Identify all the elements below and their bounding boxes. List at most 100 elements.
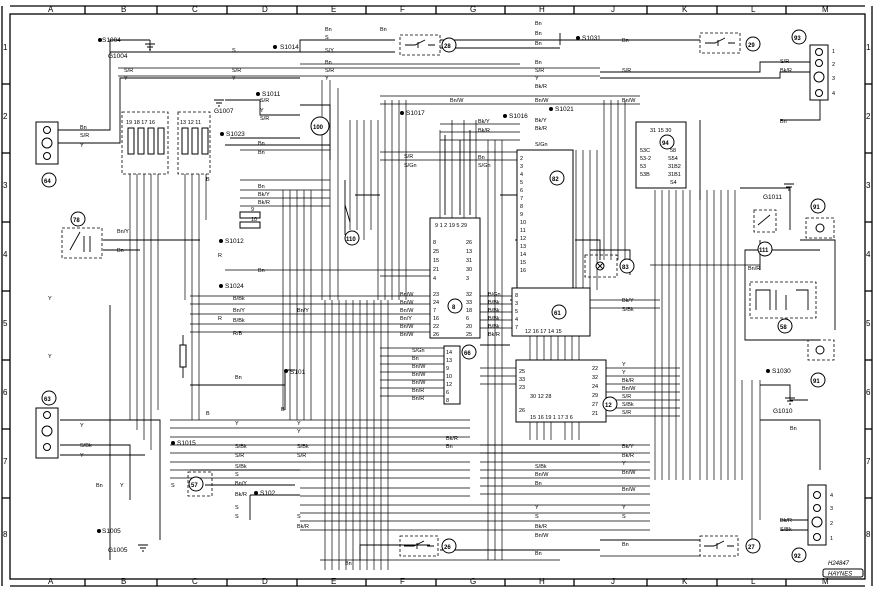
- component-61-connector: 61 83 54 7 12 16 17 14 15: [511, 287, 591, 337]
- svg-text:22: 22: [592, 366, 598, 372]
- ground-g1007: G1007: [214, 108, 234, 115]
- component-58-label: 58: [780, 325, 787, 331]
- svg-text:16: 16: [433, 316, 439, 322]
- svg-text:27: 27: [592, 402, 598, 408]
- wire-label: S: [235, 514, 239, 520]
- wire-label: S/R: [235, 453, 244, 459]
- zone-col-k-bottom: K: [682, 577, 688, 586]
- svg-text:13: 13: [446, 358, 452, 364]
- wire-label: Bn: [258, 141, 265, 147]
- svg-text:8: 8: [446, 398, 449, 404]
- svg-text:8: 8: [433, 240, 436, 246]
- wire-label: S: [232, 48, 236, 54]
- wire-label: Bn/W: [400, 332, 414, 338]
- svg-text:13: 13: [466, 249, 472, 255]
- sheet-frame: [1, 5, 873, 587]
- component-27-label: 27: [748, 545, 755, 551]
- horizontal-wire-bundle: [118, 63, 760, 561]
- svg-text:13: 13: [520, 244, 526, 250]
- wire-label: Y: [622, 505, 626, 511]
- svg-text:4: 4: [832, 91, 835, 97]
- splice-s1030: S1030: [772, 368, 791, 375]
- wire-label: S/R: [535, 68, 544, 74]
- wire-label: B/Bk: [233, 318, 245, 324]
- wire-label: Bk/R: [235, 492, 247, 498]
- wire-label: Bn: [258, 150, 265, 156]
- zone-row-4-left: 4: [3, 250, 8, 259]
- splice-s1005: S1005: [102, 528, 121, 535]
- component-82-label: 82: [552, 177, 559, 183]
- splice-s102: S102: [260, 490, 276, 497]
- zone-columns-bottom: A B C D E F G H J K L M: [48, 577, 829, 586]
- ground-g1010: G1010: [773, 408, 793, 415]
- wire-label: Bn: [380, 27, 387, 33]
- zone-rows-left: 1 2 3 4 5 6 7 8: [3, 43, 8, 539]
- wire-label: S/Bk: [80, 443, 92, 449]
- ground-g1005: G1005: [108, 547, 128, 554]
- svg-text:11: 11: [520, 228, 526, 234]
- wire-label: S/Bk: [622, 307, 634, 313]
- svg-text:21: 21: [433, 267, 439, 273]
- wire-label: Bn: [535, 41, 542, 47]
- wire-label: S: [325, 35, 329, 41]
- wire-label: S/Gn: [478, 163, 491, 169]
- component-28-relay: 28: [399, 34, 457, 56]
- zone-col-e-top: E: [331, 5, 336, 14]
- zone-col-h-bottom: H: [539, 577, 545, 586]
- component-92-lamp-cluster: 43 21 92: [791, 484, 833, 563]
- svg-text:53-2: 53-2: [640, 156, 651, 162]
- wire-label: Bn/W: [622, 470, 636, 476]
- wire-label: B/Bk: [488, 316, 500, 322]
- component-58-unit: 58: [749, 281, 817, 334]
- wire-label: Bn/W: [400, 292, 414, 298]
- svg-text:53B: 53B: [640, 172, 650, 178]
- component-91-lower-label: 91: [813, 379, 820, 385]
- zone-row-5-right: 5: [866, 319, 871, 328]
- wire-label: Bn/W: [450, 98, 464, 104]
- wire-label: S/R: [404, 154, 413, 160]
- svg-text:6: 6: [520, 188, 523, 194]
- wire-label: Bk/R: [535, 524, 547, 530]
- wire-label: Bn: [235, 375, 242, 381]
- zone-row-8-right: 8: [866, 530, 871, 539]
- zone-col-c-top: C: [192, 5, 198, 14]
- svg-text:2: 2: [830, 521, 833, 527]
- component-64-lamp-cluster: 64: [35, 121, 59, 188]
- wire-label: S/R: [622, 394, 631, 400]
- splice-s1012: S1012: [225, 238, 244, 245]
- wire-label: S/R: [80, 133, 89, 139]
- splice-s1031: S1031: [582, 35, 601, 42]
- svg-text:31B2: 31B2: [668, 164, 681, 170]
- zone-col-a-top: A: [48, 5, 54, 14]
- svg-text:24: 24: [592, 384, 598, 390]
- wire-label: Bk/Y: [478, 119, 490, 125]
- fuse-block-left: 19 18 17 16: [121, 111, 169, 175]
- wire-label: Bn/Y: [297, 308, 309, 314]
- wire-label: Bk/R: [297, 524, 309, 530]
- zone-col-d-top: D: [262, 5, 268, 14]
- svg-text:9: 9: [520, 212, 523, 218]
- wire-label: Bk/R: [780, 68, 792, 74]
- component-66-label: 66: [464, 351, 471, 357]
- wire-label: Bn/W: [535, 533, 549, 539]
- wire-label: Y: [80, 453, 84, 459]
- fuse-block-middle: 13 12 11: [177, 111, 211, 175]
- component-111-label: 111: [759, 248, 769, 254]
- wire-label: Y: [48, 354, 52, 360]
- svg-text:22: 22: [433, 324, 439, 330]
- wire-label: Bn/W: [412, 380, 426, 386]
- svg-text:26: 26: [466, 240, 472, 246]
- splice-s1024: S1024: [225, 283, 244, 290]
- wire-label: S/R: [124, 68, 133, 74]
- wire-label: Bk/Y: [535, 118, 547, 124]
- wire-label: B/Bk: [488, 324, 500, 330]
- svg-text:2: 2: [520, 156, 523, 162]
- splice-s1021: S1021: [555, 106, 574, 113]
- wire-label: Bn/W: [412, 372, 426, 378]
- svg-text:21: 21: [592, 411, 598, 417]
- wire-label: Bk/R: [478, 128, 490, 134]
- zone-col-g-bottom: G: [470, 577, 476, 586]
- svg-text:16: 16: [520, 268, 526, 274]
- wire-label: Bn: [80, 125, 87, 131]
- wire-label: Y: [80, 423, 84, 429]
